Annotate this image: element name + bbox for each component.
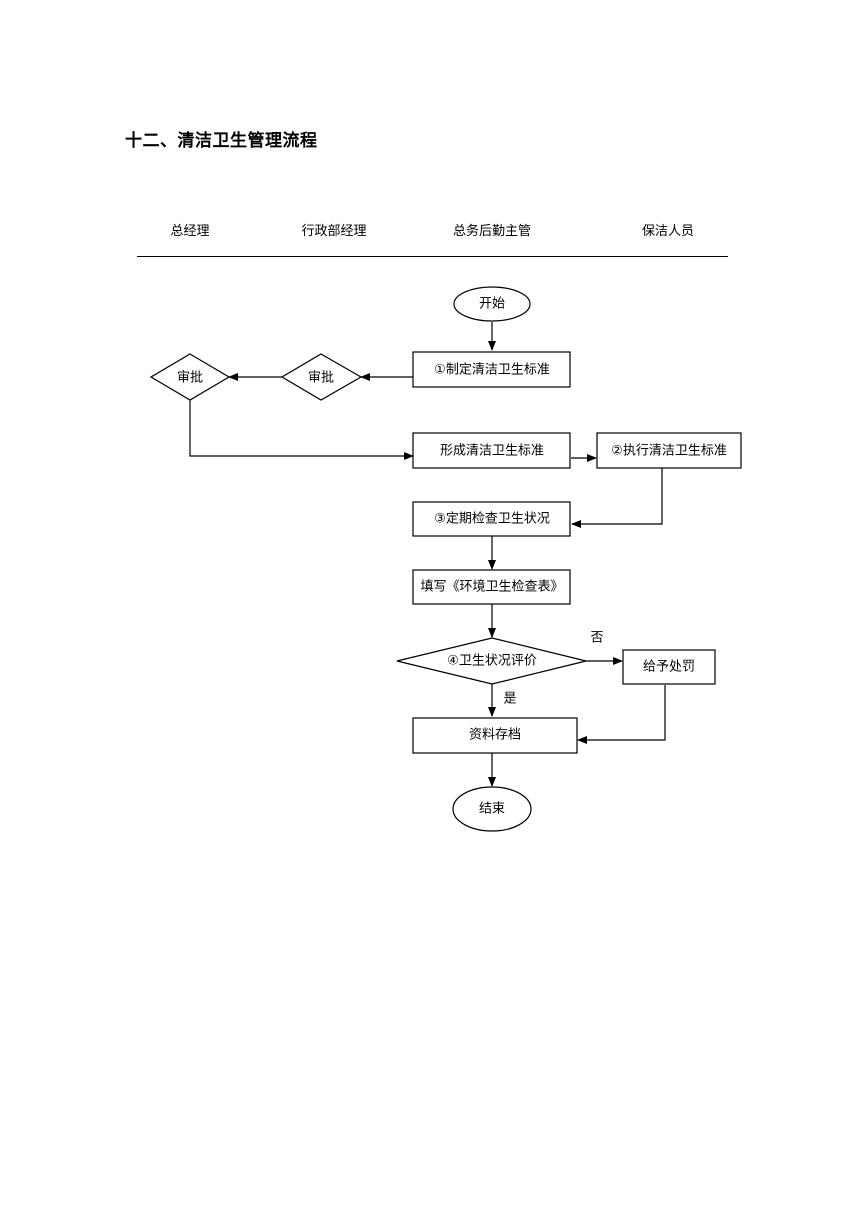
- edge-penalty-archive: [577, 685, 666, 744]
- approve-gm-label: 审批: [177, 371, 203, 386]
- fill-form-node: [412, 569, 571, 605]
- lane-cleaning-staff: 保洁人员: [641, 224, 695, 239]
- evaluate-node: [396, 637, 587, 685]
- penalty-node: [622, 649, 716, 685]
- archive-node: [412, 717, 578, 754]
- edge-label-yes: 是: [503, 692, 516, 707]
- end-label: 结束: [479, 802, 505, 817]
- execute-label: ②执行清洁卫生标准: [611, 444, 727, 459]
- lane-logistics-supervisor: 总务后勤主管: [452, 224, 532, 239]
- inspect-node: [412, 501, 571, 537]
- edge-execute-inspect: [571, 468, 663, 528]
- edge-approve-gm-form-standard: [189, 400, 414, 460]
- archive-label: 资料存档: [469, 728, 521, 743]
- start-label: 开始: [479, 297, 505, 312]
- page-title: 十二、清洁卫生管理流程: [125, 131, 318, 151]
- execute-node: [596, 432, 742, 469]
- lane-general-manager: 总经理: [170, 224, 210, 239]
- penalty-label: 给予处罚: [643, 660, 695, 675]
- end-node: [452, 786, 532, 832]
- start-node: [453, 286, 531, 322]
- form-standard-node: [412, 432, 571, 469]
- inspect-label: ③定期检查卫生状况: [434, 512, 550, 527]
- form-standard-label: 形成清洁卫生标准: [440, 444, 544, 459]
- standard-label: ①制定清洁卫生标准: [434, 363, 550, 378]
- evaluate-label: ④卫生状况评价: [447, 654, 537, 669]
- approve-gm-node: [149, 353, 231, 401]
- approve-dept-label: 审批: [308, 371, 334, 386]
- fill-form-label: 填写《环境卫生检查表》: [420, 580, 563, 595]
- standard-node: [412, 351, 571, 388]
- lane-divider: [137, 256, 728, 257]
- lane-admin-manager: 行政部经理: [301, 224, 367, 239]
- approve-dept-node: [280, 353, 363, 401]
- edge-label-no: 否: [590, 631, 603, 646]
